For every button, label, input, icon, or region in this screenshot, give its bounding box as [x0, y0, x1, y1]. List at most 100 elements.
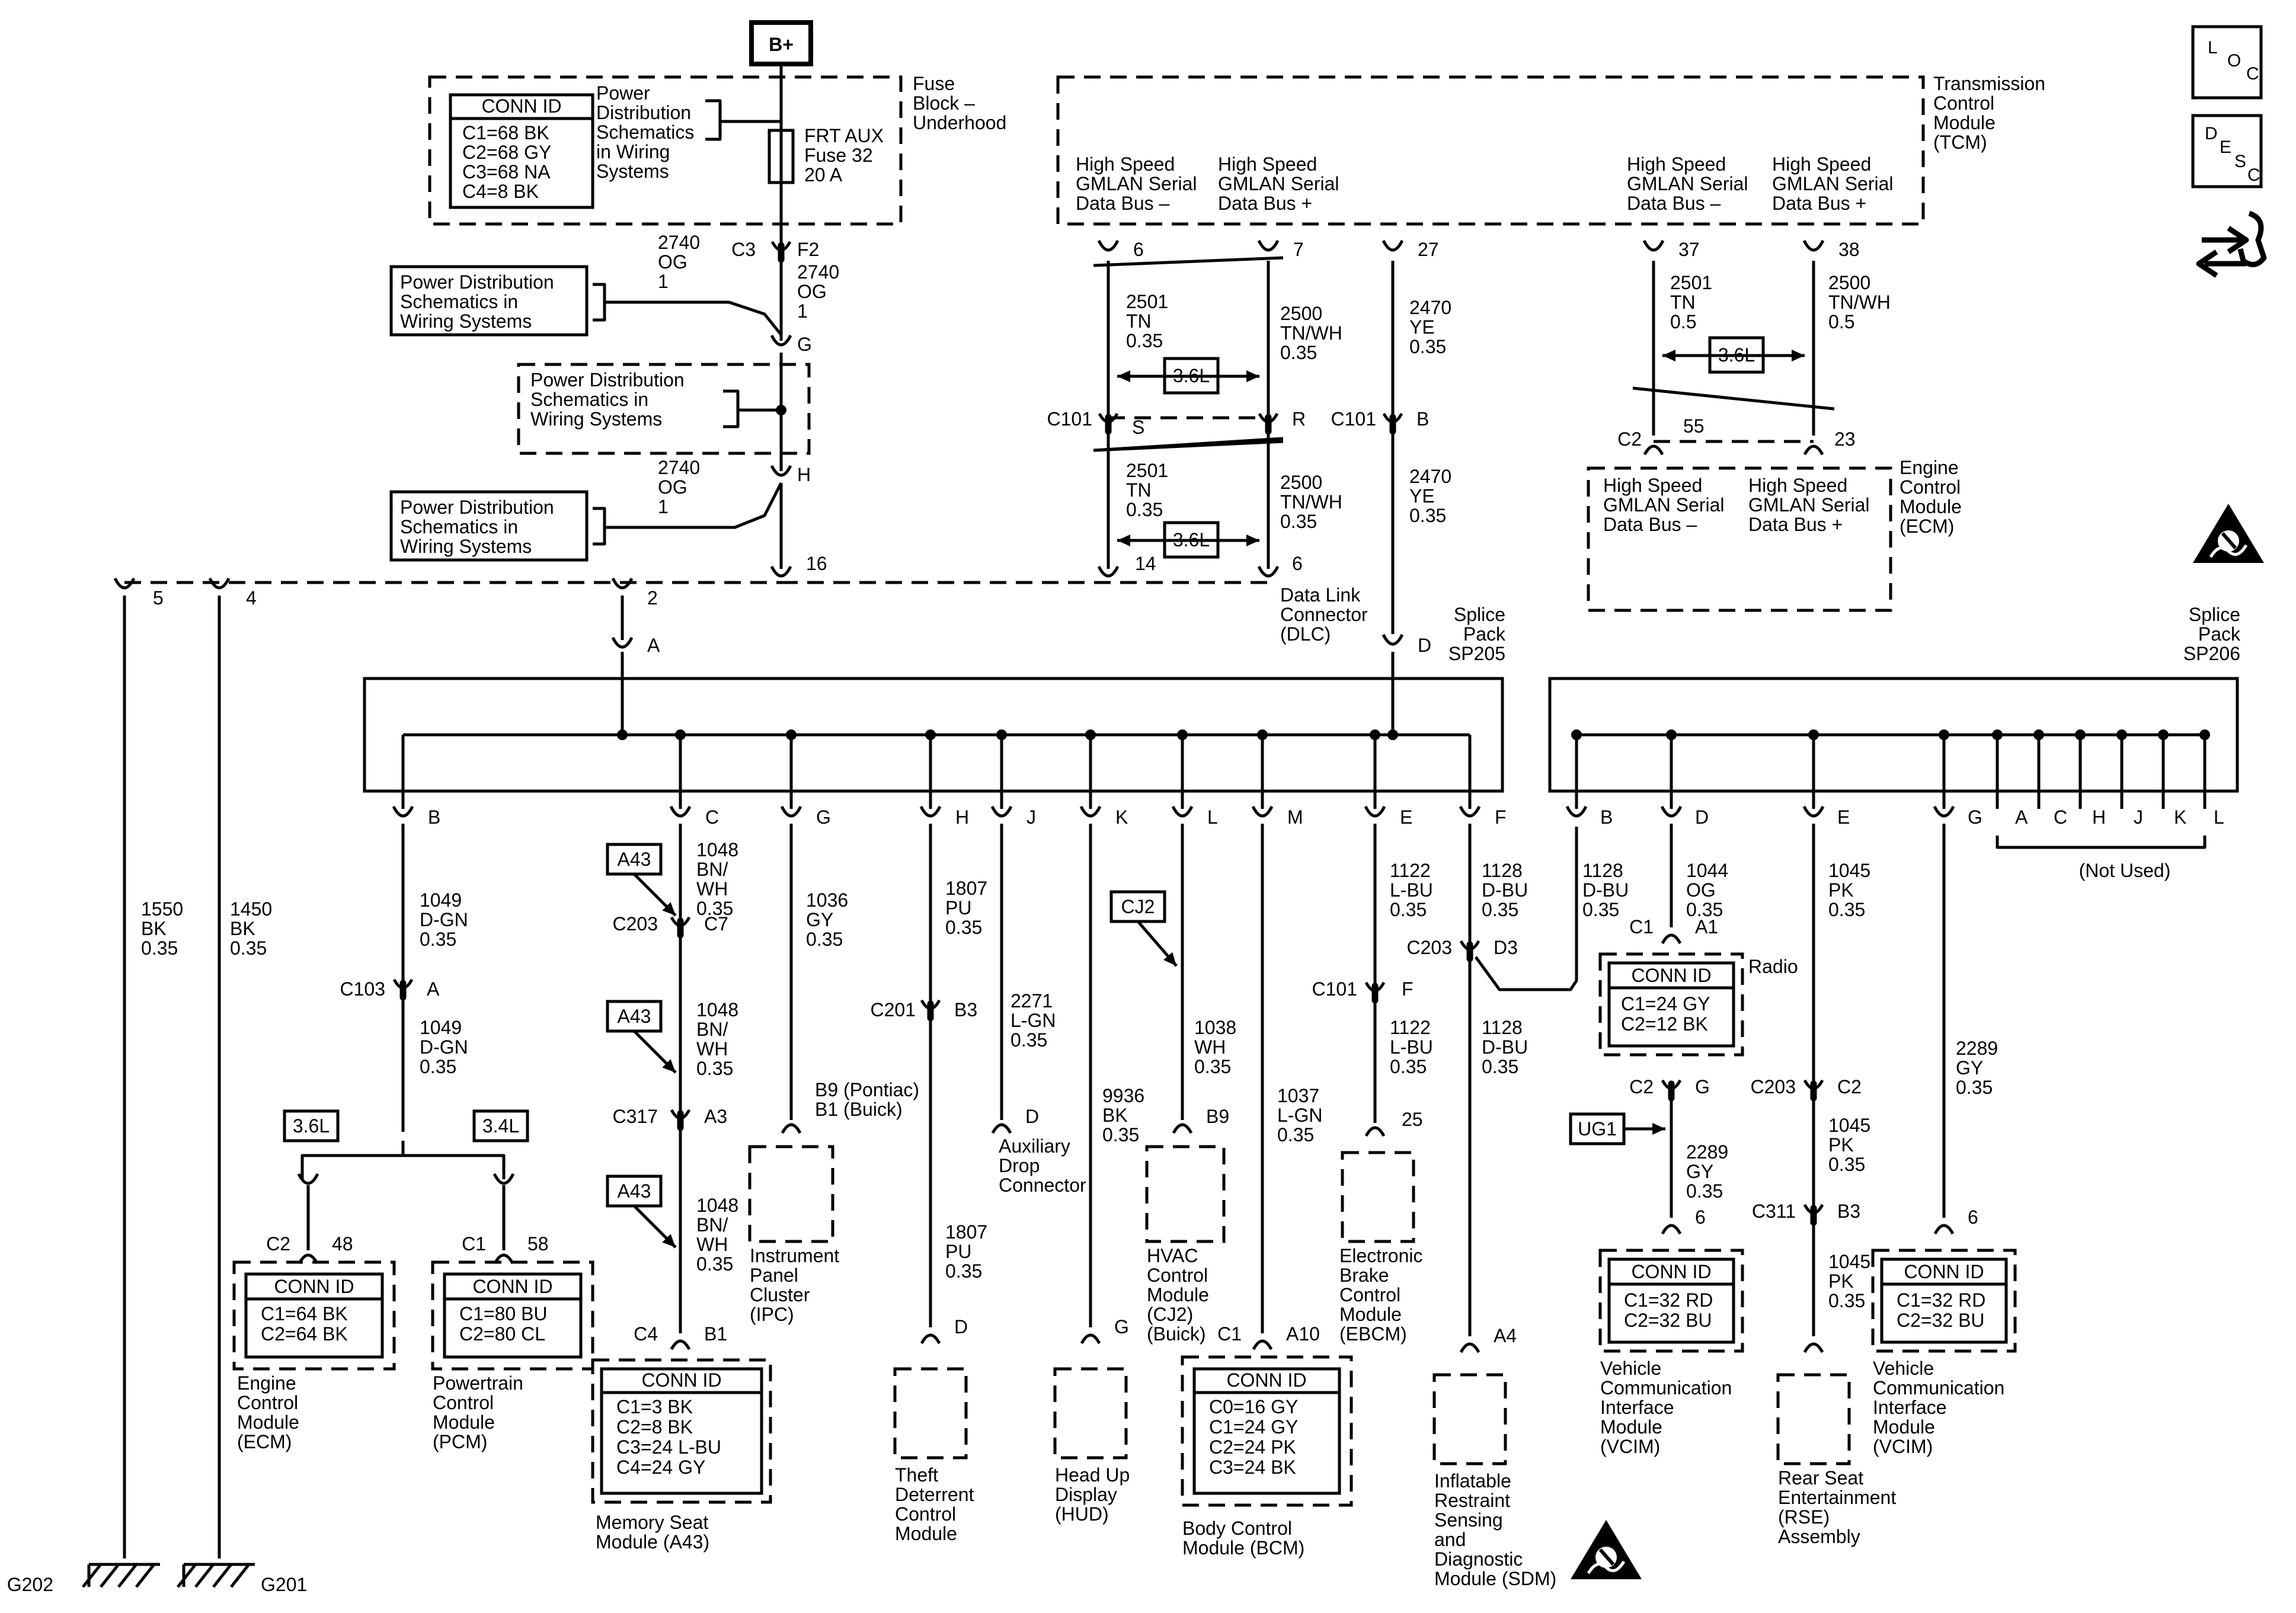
conn-id-row: C2=68 GY	[462, 142, 551, 163]
conn-id-row: C1=24 GY	[1209, 1416, 1298, 1438]
ref-leader	[605, 300, 782, 336]
fuse-conn-id-box	[449, 93, 594, 209]
conn-id-title: CONN ID	[1631, 1261, 1711, 1282]
pin-16: 16	[806, 553, 827, 574]
twisted-pair	[1093, 256, 1284, 267]
c101-label: C101	[1312, 978, 1358, 1000]
variant-tag	[472, 1109, 529, 1142]
pcm-c1: C1	[462, 1233, 486, 1254]
radio-outline	[1598, 952, 1744, 1057]
tcm-pin	[1802, 239, 1825, 252]
tcm-pin-label: 27	[1418, 239, 1439, 260]
conn-id-title: CONN ID	[1904, 1261, 1984, 1282]
ground-g202	[82, 1563, 160, 1588]
pcm-outline	[431, 1260, 594, 1371]
wrench-icon[interactable]	[2196, 210, 2267, 278]
arrow-head	[1246, 370, 1259, 382]
dlc-pin-6	[1257, 565, 1280, 578]
connector-c101-s	[1098, 412, 1119, 435]
pin-d: D	[954, 1316, 968, 1337]
arrow-head	[662, 902, 676, 916]
tcm-pin	[1382, 239, 1404, 252]
loc-icon[interactable]: LOC	[2191, 25, 2263, 100]
splice-dot	[1370, 729, 1380, 740]
ug1-tag-label: UG1	[1578, 1118, 1617, 1140]
vcim-outline	[1598, 1249, 1744, 1353]
c203-label: C203	[1407, 937, 1453, 958]
ipc-pin	[781, 1123, 802, 1134]
sp205-pin-label: J	[1027, 806, 1036, 828]
conn-id-row: C1=32 RD	[1897, 1289, 1985, 1311]
pin-g: G	[797, 334, 812, 355]
connector-c201	[920, 999, 941, 1022]
c103-label: C103	[340, 978, 386, 1000]
sp205-pin-label: M	[1287, 806, 1303, 828]
arrow-head	[1246, 535, 1259, 546]
pin-6: 6	[1292, 553, 1303, 574]
connector-h	[770, 465, 792, 477]
variant-tag-label: 3.6L	[1173, 365, 1210, 386]
variant-tag-label: 3.6L	[1718, 344, 1755, 366]
pin-25: 25	[1402, 1109, 1423, 1130]
connector-c3-f2	[770, 241, 792, 263]
theft-pin-d	[920, 1333, 941, 1345]
sp206-pin-label: L	[2214, 806, 2224, 828]
conn-id-row: C2=32 BU	[1897, 1310, 1985, 1331]
variant-tag-label: 3.6L	[1173, 529, 1210, 551]
pin-g: G	[1114, 1316, 1129, 1337]
ground-g201	[177, 1563, 255, 1588]
connector-radio-g	[1661, 1079, 1682, 1102]
pin-s: S	[1132, 417, 1144, 438]
g201-label: G201	[261, 1574, 307, 1595]
twisted-pair	[1632, 386, 1835, 411]
connector-c311	[1803, 1204, 1824, 1226]
sp205-pin-label: H	[955, 806, 969, 828]
conn-id-row: C1=64 BK	[261, 1303, 348, 1324]
theft-outline	[893, 1367, 968, 1460]
pin-5: 5	[153, 587, 164, 609]
conn-id-title: CONN ID	[1631, 965, 1711, 986]
pin-6: 6	[1968, 1206, 1978, 1228]
ecm-outline	[1587, 466, 1892, 612]
splice-dot	[776, 405, 786, 415]
variant-tag	[283, 1109, 340, 1142]
arrow-head	[1652, 1123, 1665, 1135]
pd-ref-outline	[517, 363, 811, 455]
pin-c7: C7	[704, 913, 728, 934]
tcm-pin-label: 7	[1293, 239, 1304, 260]
ecm-conn-id	[244, 1272, 384, 1359]
splice-pack-sp206	[1548, 677, 2239, 793]
hud-outline	[1053, 1367, 1128, 1460]
ecm-outline	[232, 1260, 396, 1371]
sp206-out-pin	[1565, 805, 1588, 818]
pin-55: 55	[1683, 415, 1705, 437]
not-used-label: (Not Used)	[2079, 860, 2171, 881]
pin-d: D	[1025, 1106, 1039, 1127]
conn-id-row: C2=32 BU	[1624, 1310, 1712, 1331]
sp205-out-pin	[919, 805, 942, 818]
loc-letter: C	[2246, 64, 2259, 84]
connector-c317	[670, 1109, 691, 1131]
pin-a3: A3	[704, 1106, 727, 1127]
esd-warning-icon	[1571, 1520, 1642, 1579]
